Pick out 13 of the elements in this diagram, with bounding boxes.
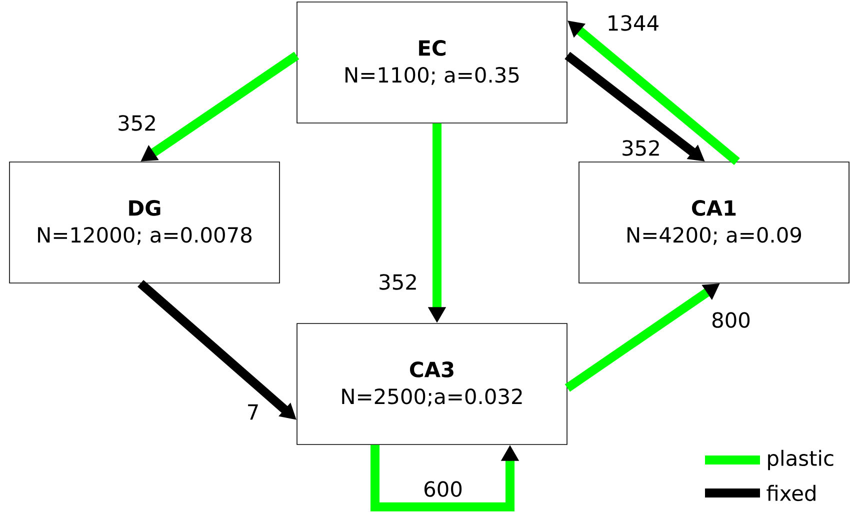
process-box: CA1 N=4200; a=0.09: [578, 162, 850, 284]
legend-label: plastic: [768, 450, 834, 470]
edge-label: 352: [377, 273, 419, 291]
edge-label: 1344: [605, 14, 661, 32]
edge-label: 600: [422, 480, 464, 498]
process-box: EC N=1100; a=0.35: [296, 2, 568, 124]
edge-label: 7: [245, 403, 261, 421]
process-box: DG N=12000; a=0.0078: [9, 162, 280, 284]
edge-label: 352: [116, 114, 158, 132]
edge-label: 800: [710, 311, 752, 329]
process-box: CA3 N=2500;a=0.032: [296, 323, 568, 445]
edge-label: 352: [620, 139, 662, 157]
legend-label: fixed: [766, 484, 816, 502]
